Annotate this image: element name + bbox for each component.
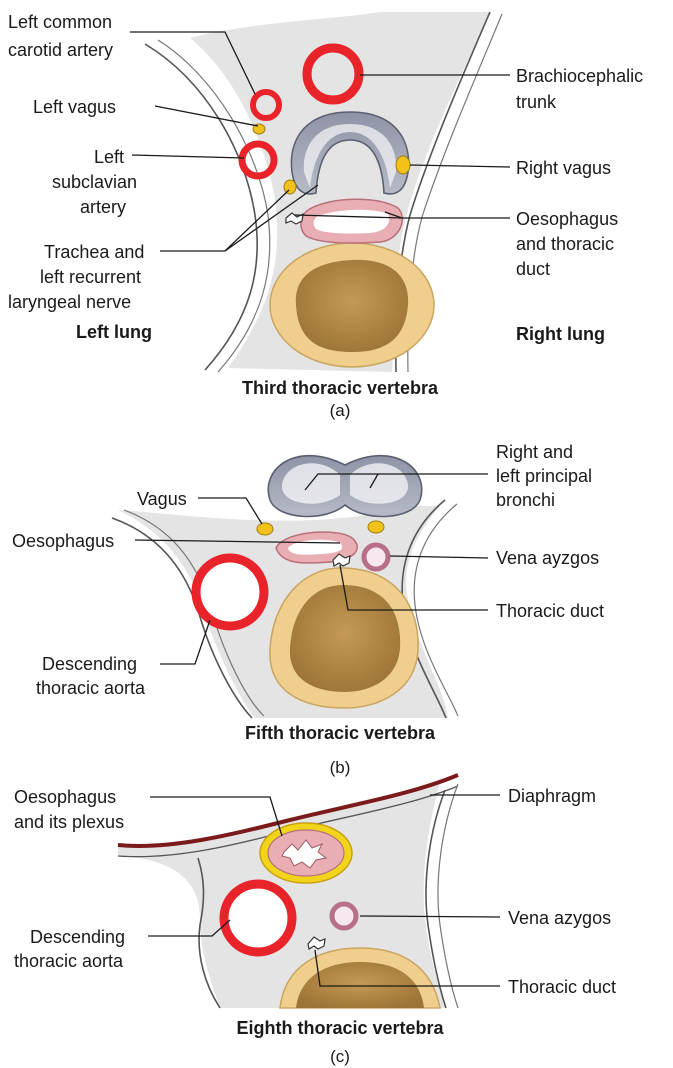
label-thoracic-duct-c: Thoracic duct — [508, 977, 616, 997]
oesophagus-c — [260, 823, 352, 883]
descending-thoracic-aorta-c — [224, 884, 292, 952]
label-bronchi-3: bronchi — [496, 490, 555, 510]
right-pleura-inner-c — [438, 784, 458, 1008]
label-diaphragm: Diaphragm — [508, 786, 596, 806]
label-trachea-2: left recurrent — [40, 267, 141, 287]
oesophagus-a — [301, 199, 402, 243]
title-panel-b: Fifth thoracic vertebra — [245, 723, 436, 743]
right-vagus-nerve — [396, 156, 410, 174]
label-oesophagus-c-1: Oesophagus — [14, 787, 116, 807]
panel-c: Oesophagus and its plexus Diaphragm Vena… — [14, 775, 616, 1066]
vena-azygos-c — [332, 904, 356, 928]
label-left-subclavian-1: Left — [94, 147, 124, 167]
third-thoracic-vertebra-body — [270, 243, 434, 367]
label-vagus-b: Vagus — [137, 489, 187, 509]
label-vena-b: Vena ayzgos — [496, 548, 599, 568]
title-panel-a: Third thoracic vertebra — [242, 378, 439, 398]
descending-thoracic-aorta-b — [196, 558, 264, 626]
left-recurrent-laryngeal-nerve — [284, 180, 296, 194]
title-panel-c: Eighth thoracic vertebra — [236, 1018, 444, 1038]
label-right-vagus: Right vagus — [516, 158, 611, 178]
label-oesophagus-1: Oesophagus — [516, 209, 618, 229]
label-aorta-c-1: Descending — [30, 927, 125, 947]
vagus-nerve-left-b — [257, 523, 273, 535]
principal-bronchi — [268, 456, 421, 517]
caption-panel-b: (b) — [330, 758, 351, 777]
label-oesophagus-2: and thoracic — [516, 234, 614, 254]
caption-panel-a: (a) — [330, 401, 351, 420]
label-left-subclavian-3: artery — [80, 197, 126, 217]
label-oesophagus-b: Oesophagus — [12, 531, 114, 551]
label-trachea-1: Trachea and — [44, 242, 144, 262]
label-brachiocephalic-1: Brachiocephalic — [516, 66, 643, 86]
vena-azygos-b — [364, 545, 388, 569]
vagus-nerve-right-b — [368, 521, 384, 533]
panel-b: Right and left principal bronchi Vagus O… — [12, 442, 604, 777]
caption-panel-c: (c) — [330, 1047, 350, 1066]
label-left-vagus: Left vagus — [33, 97, 116, 117]
label-thoracic-duct-b: Thoracic duct — [496, 601, 604, 621]
label-right-lung: Right lung — [516, 324, 605, 344]
label-brachiocephalic-2: trunk — [516, 92, 557, 112]
label-aorta-b-2: thoracic aorta — [36, 678, 146, 698]
label-oesophagus-c-2: and its plexus — [14, 812, 124, 832]
label-aorta-c-2: thoracic aorta — [14, 951, 124, 971]
label-bronchi-2: left principal — [496, 466, 592, 486]
label-aorta-b-1: Descending — [42, 654, 137, 674]
label-vena-c: Vena azygos — [508, 908, 611, 928]
label-left-lung: Left lung — [76, 322, 152, 342]
label-left-common-carotid-1: Left common — [8, 12, 112, 32]
label-left-common-carotid-2: carotid artery — [8, 40, 113, 60]
panel-a: Left common carotid artery Left vagus Le… — [8, 12, 643, 420]
label-left-subclavian-2: subclavian — [52, 172, 137, 192]
label-trachea-3: laryngeal nerve — [8, 292, 131, 312]
label-oesophagus-3: duct — [516, 259, 550, 279]
label-bronchi-1: Right and — [496, 442, 573, 462]
